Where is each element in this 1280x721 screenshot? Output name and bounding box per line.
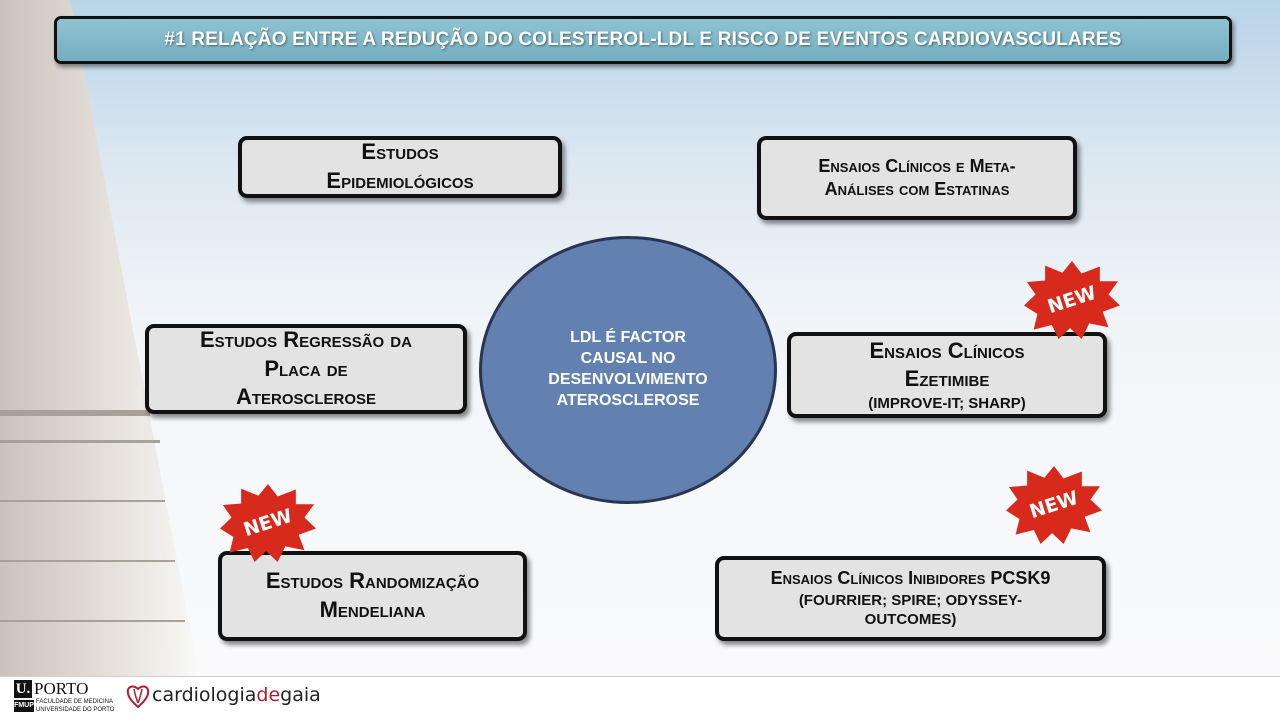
box-line: Ensaios Clínicos <box>869 337 1025 363</box>
uporto-logo: U. PORTO FMUP FACULDADE DE MEDICINA UNIV… <box>14 679 114 716</box>
box-estudos-epidemiologicos: Estudos Epidemiológicos <box>238 136 562 198</box>
circle-text: LDL É FACTOR CAUSAL NO DESENVOLVIMENTO A… <box>538 328 718 411</box>
uporto-wordmark: PORTO <box>34 679 89 698</box>
circle-line: ATEROSCLEROSE <box>556 391 700 409</box>
building-ledge <box>0 620 185 622</box>
box-line: Aterosclerose <box>235 384 377 410</box>
box-line: Ensaios Clínicos Inibidores PCSK9 <box>770 568 1051 589</box>
circle-line: LDL É FACTOR <box>570 329 686 347</box>
new-badge-label: NEW <box>240 504 296 542</box>
box-line: Ensaios Clínicos e Meta- <box>818 155 1016 176</box>
box-line: Estudos Randomização <box>265 568 480 594</box>
uporto-u-letter: U. <box>14 680 32 698</box>
box-line: Mendeliana <box>319 597 426 622</box>
building-ledge <box>0 440 160 443</box>
box-line: (FOURRIER; SPIRE; ODYSSEY- <box>798 591 1023 609</box>
new-badge-label: NEW <box>1044 281 1100 319</box>
heart-icon <box>126 685 150 709</box>
building-ledge <box>0 560 175 562</box>
slide-title-bar: #1 RELAÇÃO ENTRE A REDUÇÃO DO COLESTEROL… <box>54 16 1232 64</box>
box-line: Epidemiológicos <box>326 168 474 193</box>
circle-line: CAUSAL NO <box>580 350 676 368</box>
box-line: Estudos <box>361 139 439 165</box>
building-ledge <box>0 500 165 502</box>
faculdade-label: FACULDADE DE MEDICINA <box>36 699 114 705</box>
circle-line: DESENVOLVIMENTO <box>548 371 708 388</box>
slide-title: #1 RELAÇÃO ENTRE A REDUÇÃO DO COLESTEROL… <box>164 29 1122 50</box>
box-line: Estudos Regressão da <box>200 327 412 353</box>
box-line: Placa de <box>264 355 348 381</box>
cardiologia-de-gaia-logo: cardiologiadegaia <box>152 684 321 706</box>
new-badge-label: NEW <box>1026 486 1082 524</box>
box-line: (IMPROVE-IT; SHARP) <box>868 394 1026 412</box>
box-line: Ezetimibe <box>904 366 990 392</box>
brand-part: cardiologia <box>152 684 257 706</box>
box-estudos-randomizacao-mendeliana: Estudos Randomização Mendeliana <box>218 551 527 641</box>
universidade-label: UNIVERSIDADE DO PORTO <box>36 707 115 713</box>
box-ensaios-pcsk9: Ensaios Clínicos Inibidores PCSK9 (FOURR… <box>715 556 1106 641</box>
brand-part: de <box>256 684 281 706</box>
central-circle: LDL É FACTOR CAUSAL NO DESENVOLVIMENTO A… <box>479 236 777 504</box>
box-line: OUTCOMES) <box>864 611 957 629</box>
fmup-label: FMUP <box>14 700 34 712</box>
building-ledge <box>0 410 150 416</box>
footer-bar <box>0 676 1280 721</box>
box-ensaios-ezetimibe: Ensaios Clínicos Ezetimibe (IMPROVE-IT; … <box>787 332 1107 418</box>
box-estudos-regressao-placa: Estudos Regressão da Placa de Ateroscler… <box>145 324 467 414</box>
brand-part: gaia <box>280 684 321 706</box>
box-line: Análises com Estatinas <box>824 179 1010 199</box>
box-ensaios-estatinas: Ensaios Clínicos e Meta- Análises com Es… <box>757 136 1077 220</box>
